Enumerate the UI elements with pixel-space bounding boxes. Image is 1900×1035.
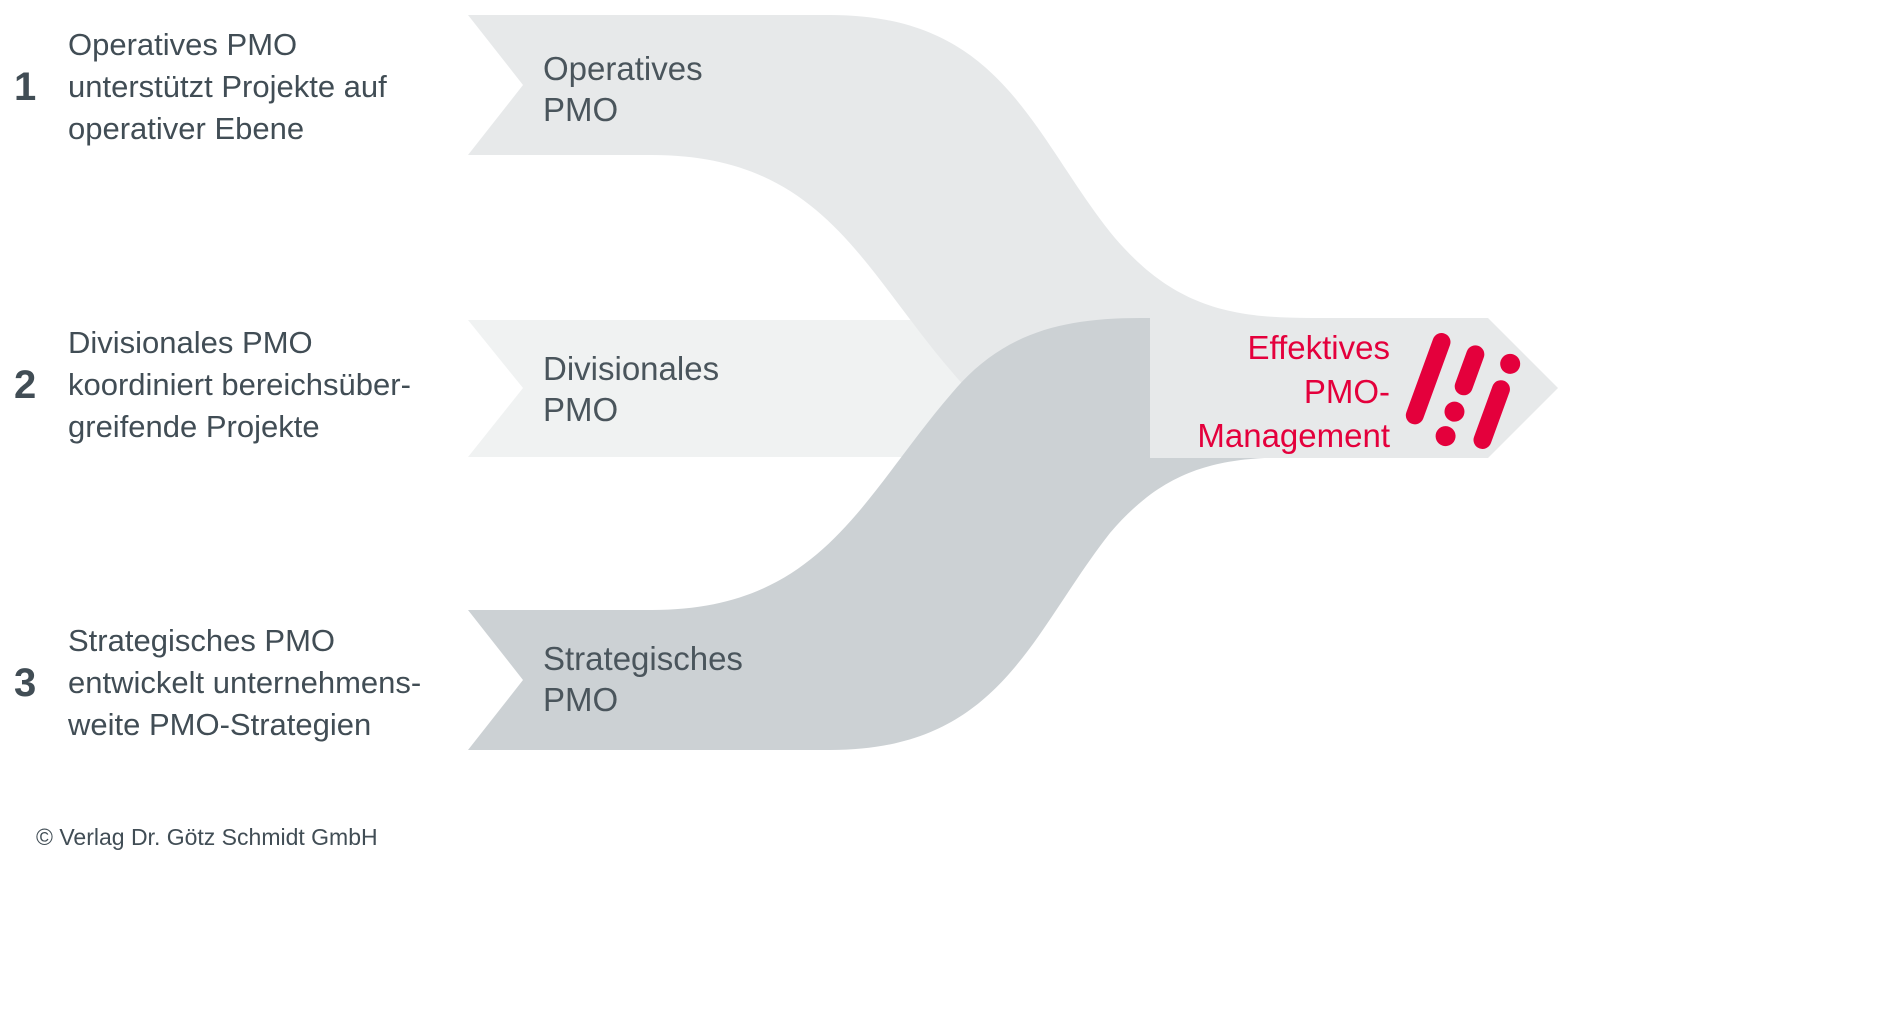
band-label-line: PMO — [543, 391, 619, 428]
step-description-line: koordiniert bereichsüber- — [68, 367, 411, 402]
result-label-line: Management — [1197, 417, 1390, 454]
band-label-line: Divisionales — [543, 350, 720, 387]
step-description: Strategisches PMO entwickelt unternehmen… — [68, 620, 421, 746]
copyright-notice: © Verlag Dr. Götz Schmidt GmbH — [36, 824, 378, 850]
band-label-strategisches: Strategisches PMO — [543, 638, 743, 720]
step-description-line: entwickelt unternehmens- — [68, 665, 422, 700]
step-item-3: 3 Strategisches PMO entwickelt unternehm… — [0, 620, 421, 746]
step-description-line: weite PMO-Strategien — [68, 707, 372, 742]
band-label-line: Strategisches — [543, 640, 743, 677]
band-label-line: Operatives — [543, 50, 703, 87]
step-item-2: 2 Divisionales PMO koordiniert bereichsü… — [0, 322, 411, 448]
step-number: 2 — [14, 362, 37, 407]
step-item-1: 1 Operatives PMO unterstützt Projekte au… — [0, 24, 387, 150]
result-label-line: Effektives — [1247, 329, 1390, 366]
step-description-line: Operatives PMO — [68, 27, 298, 62]
step-description: Divisionales PMO koordiniert bereichsübe… — [68, 322, 411, 448]
step-description-line: Strategisches PMO — [68, 623, 336, 658]
step-description-line: operativer Ebene — [68, 111, 305, 146]
ibo-logo-icon — [1405, 333, 1521, 449]
band-label-operatives: Operatives PMO — [543, 48, 703, 130]
step-description-line: Divisionales PMO — [68, 325, 313, 360]
band-label-line: PMO — [543, 681, 619, 718]
step-number: 1 — [14, 64, 37, 109]
result-label-effektives-pmo-management: Effektives PMO- Management — [1060, 326, 1390, 458]
step-description-line: greifende Projekte — [68, 409, 320, 444]
step-description: Operatives PMO unterstützt Projekte auf … — [68, 24, 387, 150]
merged-arrow-shape — [1150, 318, 1558, 458]
result-label-line: PMO- — [1303, 373, 1390, 410]
band-strategisches-shape — [468, 318, 1312, 750]
band-label-divisionales: Divisionales PMO — [543, 348, 719, 430]
band-label-line: PMO — [543, 91, 619, 128]
step-number: 3 — [14, 660, 37, 705]
step-description-line: unterstützt Projekte auf — [68, 69, 387, 104]
